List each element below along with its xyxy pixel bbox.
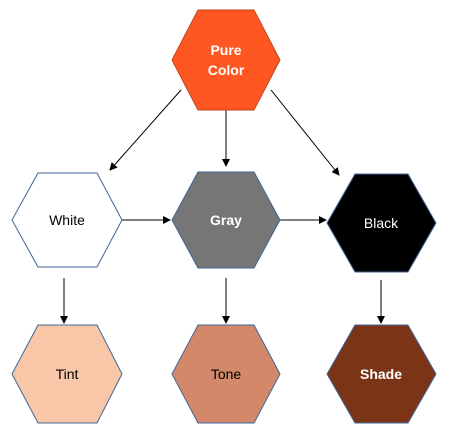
node-shade: Shade <box>326 324 437 424</box>
node-label-line: Tint <box>56 366 79 382</box>
node-shade-label: Shade <box>360 366 402 382</box>
node-tone-label: Tone <box>211 366 242 382</box>
node-tint-shape <box>11 324 123 424</box>
node-shade-shape <box>326 324 437 424</box>
node-tint: Tint <box>11 324 123 424</box>
node-label-line: Gray <box>210 212 242 228</box>
node-label-line: Tone <box>211 366 242 382</box>
node-tint-label: Tint <box>56 366 79 382</box>
node-white-shape <box>11 172 123 268</box>
node-gray-shape <box>171 171 281 269</box>
node-black-label: Black <box>364 215 399 231</box>
node-label-line: Pure <box>210 42 241 58</box>
node-gray-label: Gray <box>210 212 242 228</box>
node-label-line: Color <box>208 62 245 78</box>
node-black: Black <box>326 173 437 273</box>
node-black-shape <box>326 173 437 273</box>
edge-pure-color-to-white <box>109 89 182 171</box>
edge-pure-color-to-black <box>270 89 340 176</box>
node-label-line: Shade <box>360 366 402 382</box>
node-white-label: White <box>49 212 85 228</box>
node-label-line: Black <box>364 215 399 231</box>
node-label-line: White <box>49 212 85 228</box>
node-white: White <box>11 172 123 268</box>
node-pure-color-shape <box>171 9 281 111</box>
node-gray: Gray <box>171 171 281 269</box>
edges <box>60 89 385 324</box>
node-tone: Tone <box>171 324 281 424</box>
node-tone-shape <box>171 324 281 424</box>
